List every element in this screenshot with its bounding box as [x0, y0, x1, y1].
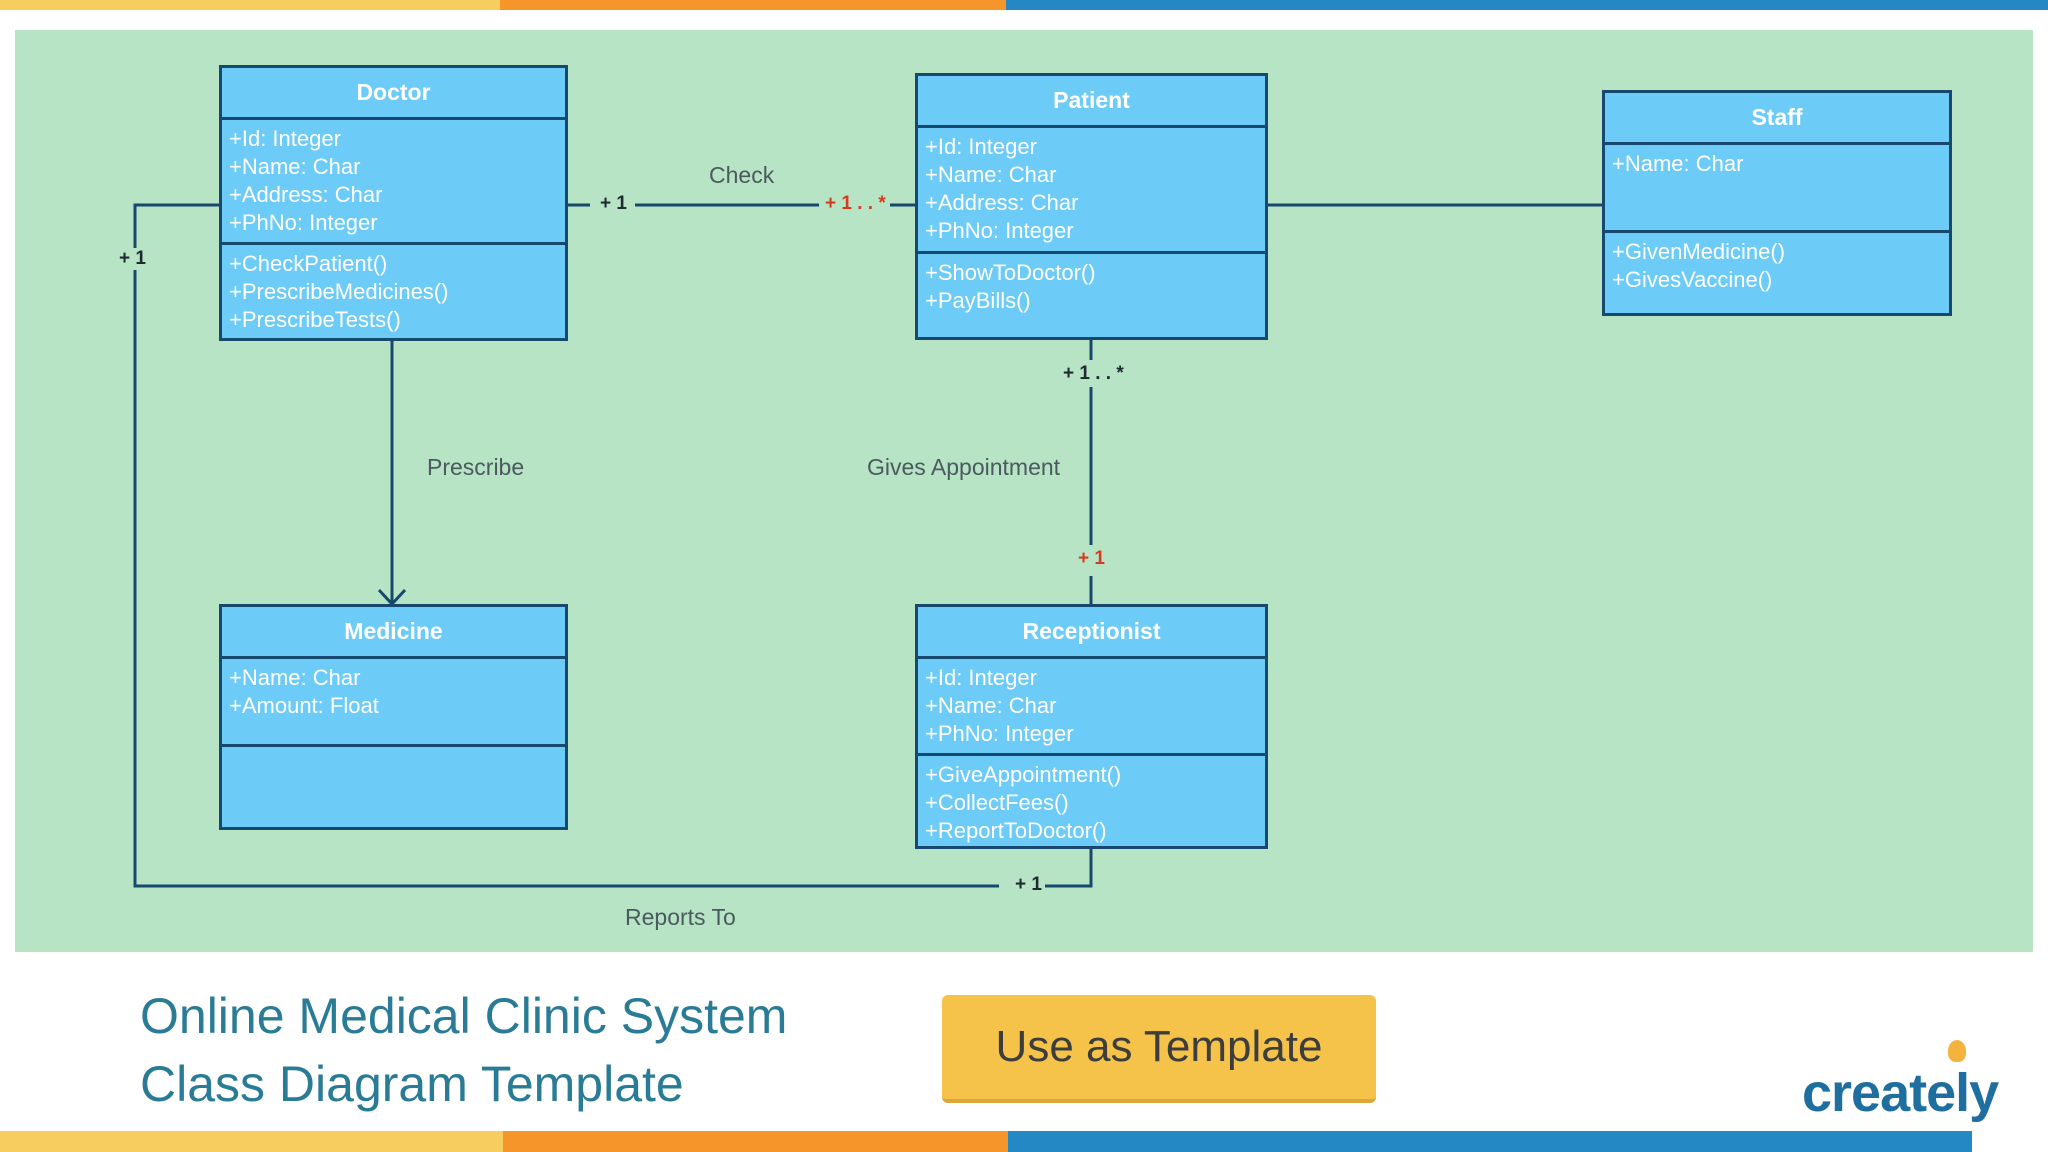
- attribute: +Name: Char: [925, 693, 1057, 718]
- class-receptionist[interactable]: Receptionist +Id: Integer +Name: Char +P…: [915, 604, 1268, 849]
- class-patient-methods: +ShowToDoctor() +PayBills(): [918, 254, 1265, 320]
- method: +CheckPatient(): [229, 251, 388, 276]
- attribute: +Id: Integer: [925, 665, 1037, 690]
- class-receptionist-methods: +GiveAppointment() +CollectFees() +Repor…: [918, 756, 1265, 850]
- page-title: Online Medical Clinic System Class Diagr…: [140, 982, 787, 1118]
- method: +PayBills(): [925, 288, 1031, 313]
- use-as-template-button[interactable]: Use as Template: [942, 995, 1376, 1103]
- attribute: +Name: Char: [925, 162, 1057, 187]
- check-doctor-multiplicity: + 1: [600, 193, 627, 214]
- title-line-2: Class Diagram Template: [140, 1056, 684, 1112]
- reports-to-doctor-multiplicity: + 1: [119, 248, 146, 269]
- prescribe-label: Prescribe: [427, 454, 525, 480]
- attribute: +Id: Integer: [229, 126, 341, 151]
- stripe-orange-segment: [500, 0, 1006, 10]
- class-staff[interactable]: Staff +Name: Char +GivenMedicine() +Give…: [1602, 90, 1952, 316]
- creately-logo: creately: [1802, 1040, 2022, 1130]
- lightbulb-icon: [1948, 1040, 1966, 1062]
- reports-to-connector-long: [133, 270, 999, 888]
- method: +ShowToDoctor(): [925, 260, 1096, 285]
- class-doctor[interactable]: Doctor +Id: Integer +Name: Char +Address…: [219, 65, 568, 341]
- appointment-receptionist-multiplicity: + 1: [1078, 548, 1105, 569]
- gives-appointment-label: Gives Appointment: [867, 454, 1061, 480]
- attribute: +PhNo: Integer: [925, 721, 1074, 746]
- title-line-1: Online Medical Clinic System: [140, 988, 788, 1044]
- attribute: +Id: Integer: [925, 134, 1037, 159]
- method: +GiveAppointment(): [925, 762, 1122, 787]
- method: +PrescribeMedicines(): [229, 279, 449, 304]
- class-doctor-name: Doctor: [222, 68, 565, 120]
- check-patient-multiplicity: + 1 . . *: [825, 193, 886, 214]
- reports-to-connector-bottom: [1045, 848, 1093, 888]
- check-label: Check: [709, 162, 775, 188]
- class-patient-attributes: +Id: Integer +Name: Char +Address: Char …: [918, 128, 1265, 254]
- attribute: +Name: Char: [229, 665, 361, 690]
- connector-layer: [133, 203, 1604, 888]
- stripe-yellow-segment: [0, 0, 500, 10]
- attribute: +Name: Char: [1612, 151, 1744, 176]
- class-medicine-attributes: +Name: Char +Amount: Float: [222, 659, 565, 747]
- reports-to-connector-top: [133, 203, 220, 248]
- method: +GivesVaccine(): [1612, 267, 1773, 292]
- reports-to-label: Reports To: [625, 904, 736, 930]
- class-medicine-name: Medicine: [222, 607, 565, 659]
- class-patient-name: Patient: [918, 76, 1265, 128]
- reports-to-receptionist-multiplicity: + 1: [1015, 874, 1042, 895]
- attribute: +PhNo: Integer: [229, 210, 378, 235]
- attribute: +Address: Char: [229, 182, 383, 207]
- class-doctor-methods: +CheckPatient() +PrescribeMedicines() +P…: [222, 245, 565, 339]
- attribute: +PhNo: Integer: [925, 218, 1074, 243]
- attribute: +Name: Char: [229, 154, 361, 179]
- class-staff-attributes: +Name: Char: [1605, 145, 1949, 233]
- appointment-patient-multiplicity: + 1 . . *: [1063, 363, 1124, 384]
- attribute: +Address: Char: [925, 190, 1079, 215]
- class-doctor-attributes: +Id: Integer +Name: Char +Address: Char …: [222, 120, 565, 245]
- attribute: +Amount: Float: [229, 693, 379, 718]
- method: +PrescribeTests(): [229, 307, 401, 332]
- brand-wordmark: creately: [1802, 1063, 1999, 1123]
- stripe-blue-segment: [1006, 0, 2048, 10]
- method: +GivenMedicine(): [1612, 239, 1786, 264]
- class-staff-methods: +GivenMedicine() +GivesVaccine(): [1605, 233, 1949, 299]
- class-staff-name: Staff: [1605, 93, 1949, 145]
- class-receptionist-attributes: +Id: Integer +Name: Char +PhNo: Integer: [918, 659, 1265, 756]
- bottom-color-stripe: [0, 1131, 2048, 1152]
- class-receptionist-name: Receptionist: [918, 607, 1265, 659]
- method: +CollectFees(): [925, 790, 1069, 815]
- stripe-orange-segment: [503, 1131, 1008, 1152]
- stripe-blue-segment: [1008, 1131, 1972, 1152]
- top-color-stripe: [0, 0, 2048, 10]
- class-medicine-methods: [222, 747, 565, 757]
- method: +ReportToDoctor(): [925, 818, 1107, 843]
- class-patient[interactable]: Patient +Id: Integer +Name: Char +Addres…: [915, 73, 1268, 340]
- stripe-yellow-segment: [0, 1131, 503, 1152]
- diagram-canvas: Doctor +Id: Integer +Name: Char +Address…: [15, 30, 2033, 952]
- class-medicine[interactable]: Medicine +Name: Char +Amount: Float: [219, 604, 568, 830]
